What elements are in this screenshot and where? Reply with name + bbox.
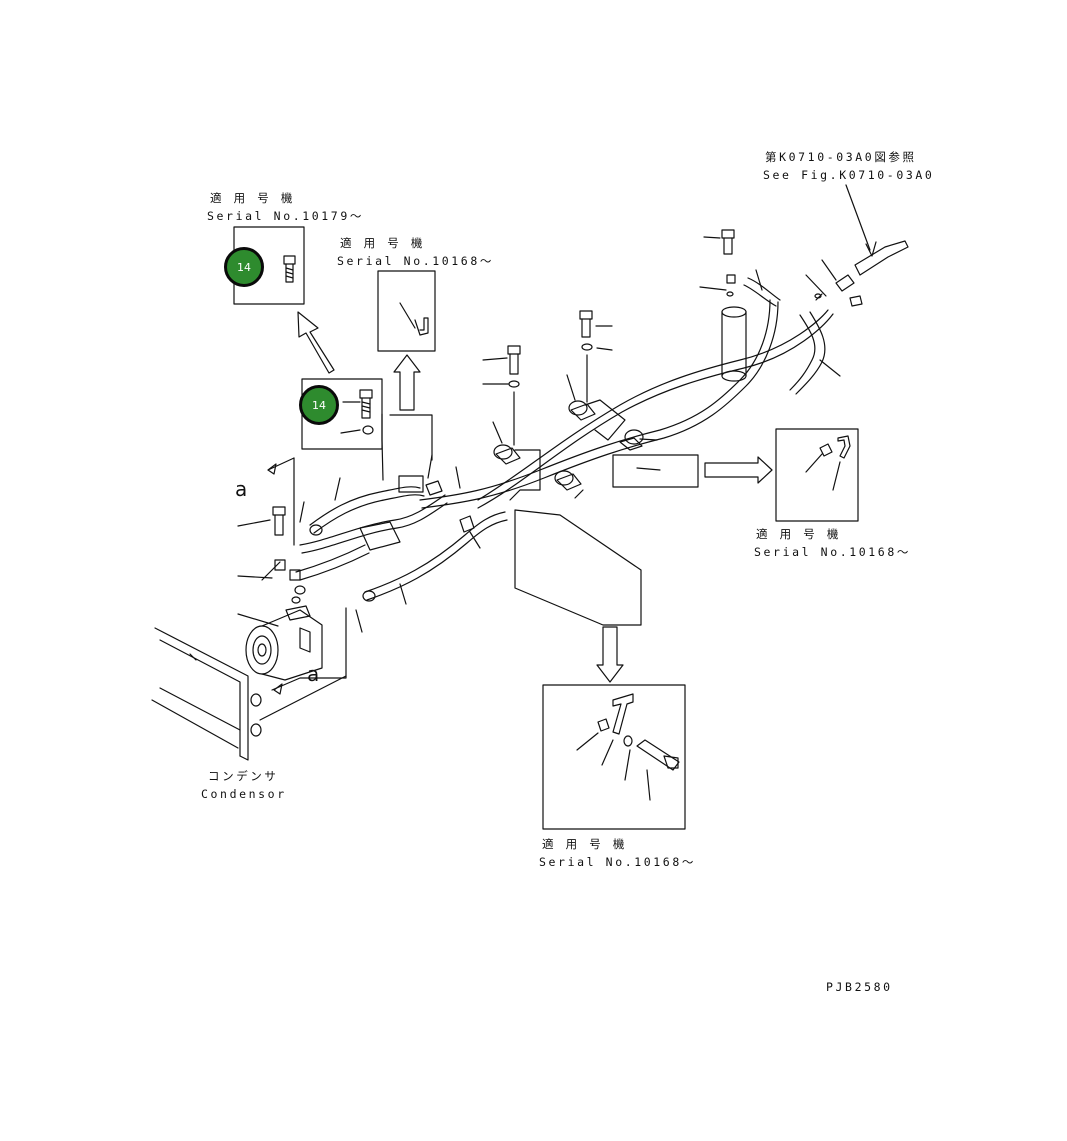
- refrigerant-pipe-upper: [478, 310, 833, 508]
- clamp-icon: [494, 445, 520, 464]
- serial-bottom: Serial No.10168～: [539, 855, 696, 869]
- receiver-drier-icon: [722, 307, 746, 381]
- view-marker-a-upper: a: [235, 477, 248, 501]
- serial-right: Serial No.10168～: [754, 545, 911, 559]
- pressure-switch-icon: [836, 241, 908, 306]
- drawing-code: PJB2580: [826, 980, 893, 994]
- washer-icon: [363, 426, 373, 434]
- bolt-icon: [273, 507, 285, 535]
- bolt-icon: [508, 346, 520, 374]
- clamp-icon: [620, 430, 643, 450]
- callout-badge-14[interactable]: 14: [224, 247, 264, 287]
- liquid-hose-icon: [363, 512, 507, 601]
- arrow-up-left-icon: [298, 312, 334, 373]
- bracket-icon: [415, 318, 428, 335]
- refrigerant-pipe-lower: [420, 300, 778, 508]
- bracket-icon: [838, 436, 850, 458]
- hose-fitting-icon: [744, 278, 780, 306]
- applicable-jp-mid-top: 適 用 号 機: [340, 236, 425, 250]
- see-fig-en: See Fig.K0710-03A0: [763, 168, 935, 182]
- discharge-hose-icon: [310, 487, 424, 535]
- clamp-icon: [555, 471, 581, 490]
- applicable-jp-right: 適 用 号 機: [756, 527, 841, 541]
- bushing-icon: [598, 719, 609, 731]
- condenser-icon: [152, 628, 346, 760]
- suction-hose-icon: [300, 495, 447, 553]
- detail-box-bottom: [543, 685, 685, 829]
- serial-top-left: Serial No.10179～: [207, 209, 364, 223]
- arrow-right-icon: [705, 457, 772, 483]
- washer-icon: [509, 381, 519, 387]
- bolt-icon: [722, 230, 734, 254]
- detail-box-right: [776, 429, 858, 521]
- detail-box-mid-top: [378, 271, 435, 351]
- compressor-icon: [246, 606, 322, 680]
- arrow-up-icon: [394, 355, 420, 410]
- bushing-icon: [820, 444, 832, 456]
- see-fig-jp: 第K0710-03A0図参照: [765, 150, 917, 164]
- serial-mid-top: Serial No.10168～: [337, 254, 494, 268]
- clamp-icon: [569, 401, 595, 420]
- washer-icon: [624, 736, 632, 746]
- applicable-jp-bottom: 適 用 号 機: [542, 837, 627, 851]
- view-marker-a-lower: a: [307, 662, 320, 686]
- condenser-label-en: Condensor: [201, 787, 287, 801]
- condenser-label-jp: コンデンサ: [208, 769, 279, 783]
- bolt-icon: [284, 256, 295, 282]
- reference-arrow: [846, 185, 870, 250]
- bolt-icon: [360, 390, 372, 418]
- bolt-icon: [637, 740, 679, 770]
- callout-badge-14[interactable]: 14: [299, 385, 339, 425]
- bolt-icon: [580, 311, 592, 337]
- applicable-jp-top-left: 適 用 号 機: [210, 191, 295, 205]
- arrow-down-icon: [597, 627, 623, 682]
- washer-icon: [582, 344, 592, 350]
- bracket-icon: [613, 694, 633, 734]
